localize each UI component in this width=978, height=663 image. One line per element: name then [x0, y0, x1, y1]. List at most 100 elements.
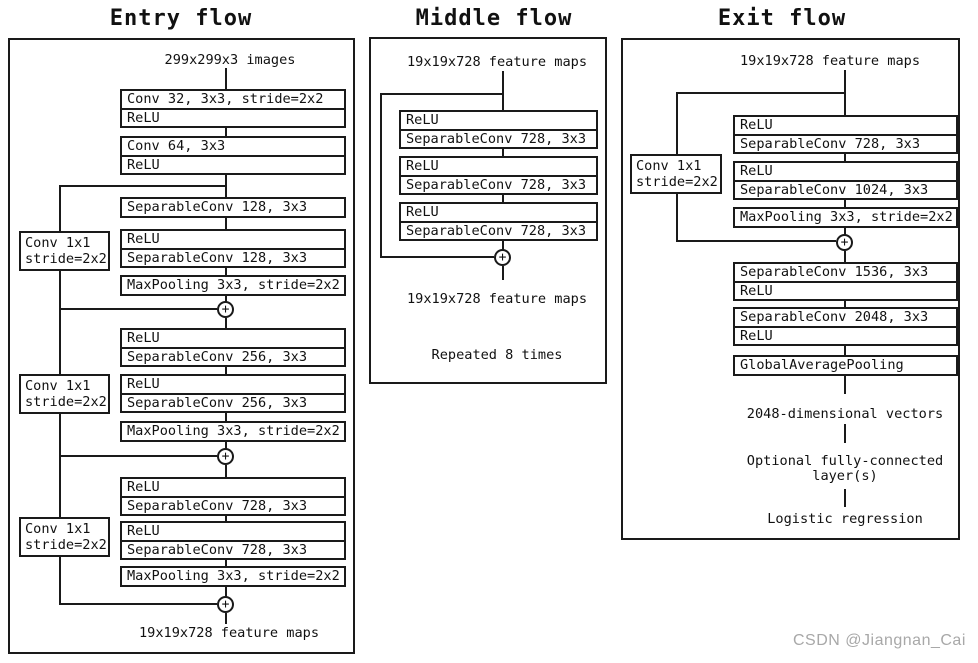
connector-line	[502, 241, 504, 250]
layer-label: SeparableConv 728, 3x3	[401, 174, 596, 194]
layer-label: MaxPooling 3x3, stride=2x2	[127, 423, 340, 439]
middle-flow-title: Middle flow	[415, 6, 573, 31]
connector-line	[225, 68, 227, 90]
layer-box-relu-sepconv728-a: ReLU SeparableConv 728, 3x3	[120, 477, 346, 516]
connector-line	[844, 346, 846, 356]
connector-line	[502, 195, 504, 203]
connector-line	[502, 71, 504, 110]
layer-label: Conv 1x1	[25, 235, 91, 251]
skip-branch-line	[676, 92, 846, 94]
layer-label: ReLU	[735, 280, 956, 300]
layer-label: stride=2x2	[25, 537, 107, 553]
exit-fc-label-line1: Optional fully-connected	[746, 453, 944, 469]
layer-label: SeparableConv 728, 3x3	[122, 495, 344, 515]
layer-label: ReLU	[406, 112, 439, 128]
layer-label: stride=2x2	[25, 251, 107, 267]
skip-merge-line	[60, 603, 217, 605]
layer-label: MaxPooling 3x3, stride=2x2	[127, 568, 340, 584]
layer-label: ReLU	[740, 163, 773, 179]
layer-label: ReLU	[127, 330, 160, 346]
connector-line	[225, 560, 227, 567]
layer-label: ReLU	[127, 523, 160, 539]
entry-flow-title: Entry flow	[109, 6, 253, 31]
connector-line	[225, 613, 227, 624]
skip-rail-line	[380, 93, 382, 258]
layer-label: ReLU	[740, 117, 773, 133]
exit-vectors-label: 2048-dimensional vectors	[746, 406, 944, 422]
connector-line	[225, 413, 227, 422]
exit-final-label: Logistic regression	[767, 511, 923, 527]
skip-conv-box-exit: Conv 1x1 stride=2x2	[630, 154, 722, 194]
csdn-watermark: CSDN @Jiangnan_Cai	[793, 632, 966, 649]
layer-label: SeparableConv 256, 3x3	[122, 346, 344, 366]
layer-label: ReLU	[122, 107, 344, 127]
skip-branch-line	[380, 93, 504, 95]
layer-box-maxpool-3: MaxPooling 3x3, stride=2x2	[120, 566, 346, 587]
layer-label: SeparableConv 728, 3x3	[401, 128, 596, 148]
layer-label: stride=2x2	[25, 394, 107, 410]
middle-flow-panel	[369, 37, 607, 384]
layer-box-relu-sepconv728-b: ReLU SeparableConv 728, 3x3	[120, 521, 346, 560]
layer-box-relu-sepconv728-m3: ReLU SeparableConv 728, 3x3	[399, 202, 598, 241]
layer-label: SeparableConv 128, 3x3	[122, 247, 344, 267]
layer-label: Conv 32, 3x3, stride=2x2	[127, 91, 324, 107]
middle-input-label: 19x19x728 feature maps	[406, 54, 588, 70]
connector-line	[225, 587, 227, 597]
exit-fc-label: Optional fully-connected layer(s)	[747, 454, 943, 484]
exit-flow-panel	[621, 38, 960, 540]
connector-line	[225, 128, 227, 137]
layer-box-maxpool-exit: MaxPooling 3x3, stride=2x2	[733, 207, 958, 228]
connector-line	[225, 516, 227, 522]
entry-output-label: 19x19x728 feature maps	[138, 625, 320, 641]
exit-fc-label-line2: layer(s)	[812, 468, 878, 484]
skip-rail-line	[676, 192, 678, 242]
connector-line	[225, 367, 227, 375]
layer-label: ReLU	[127, 376, 160, 392]
skip-merge-line	[60, 308, 217, 310]
layer-label: ReLU	[127, 479, 160, 495]
entry-flow-panel	[8, 38, 355, 654]
connector-line	[844, 376, 846, 394]
layer-label: stride=2x2	[636, 174, 718, 190]
connector-line	[844, 228, 846, 235]
connector-line	[844, 424, 846, 443]
layer-box-relu-sepconv728-m2: ReLU SeparableConv 728, 3x3	[399, 156, 598, 195]
layer-label: ReLU	[406, 158, 439, 174]
add-node: +	[217, 301, 234, 318]
skip-conv-box-2: Conv 1x1 stride=2x2	[19, 374, 110, 414]
layer-box-relu-sepconv728-m1: ReLU SeparableConv 728, 3x3	[399, 110, 598, 149]
connector-line	[844, 200, 846, 208]
add-node: +	[217, 448, 234, 465]
connector-line	[844, 489, 846, 507]
skip-merge-line	[60, 455, 217, 457]
skip-merge-line	[380, 256, 494, 258]
skip-conv-box-3: Conv 1x1 stride=2x2	[19, 517, 110, 557]
layer-box-globalavgpool: GlobalAveragePooling	[733, 355, 958, 376]
middle-repeat-note: Repeated 8 times	[431, 347, 563, 363]
connector-line	[225, 296, 227, 302]
exit-flow-title: Exit flow	[717, 6, 847, 31]
layer-box-relu-sepconv256-a: ReLU SeparableConv 256, 3x3	[120, 328, 346, 367]
layer-label: Conv 1x1	[25, 521, 91, 537]
connector-line	[225, 218, 227, 230]
layer-box-maxpool-2: MaxPooling 3x3, stride=2x2	[120, 421, 346, 442]
connector-line	[225, 318, 227, 329]
layer-label: SeparableConv 1024, 3x3	[735, 179, 956, 199]
skip-branch-line	[59, 185, 227, 187]
add-node: +	[217, 596, 234, 613]
connector-line	[225, 465, 227, 478]
layer-box-relu-sepconv256-b: ReLU SeparableConv 256, 3x3	[120, 374, 346, 413]
layer-box-conv32: Conv 32, 3x3, stride=2x2 ReLU	[120, 89, 346, 128]
middle-output-label: 19x19x728 feature maps	[406, 291, 588, 307]
skip-rail-line	[676, 92, 678, 154]
connector-line	[844, 251, 846, 263]
add-node: +	[836, 234, 853, 251]
layer-label: ReLU	[406, 204, 439, 220]
layer-label: ReLU	[735, 325, 956, 345]
layer-box-sepconv2048-relu: SeparableConv 2048, 3x3 ReLU	[733, 307, 958, 346]
layer-label: SeparableConv 728, 3x3	[122, 539, 344, 559]
layer-label: SeparableConv 728, 3x3	[401, 220, 596, 240]
layer-box-relu-sepconv128: ReLU SeparableConv 128, 3x3	[120, 229, 346, 268]
layer-label: ReLU	[122, 154, 344, 174]
